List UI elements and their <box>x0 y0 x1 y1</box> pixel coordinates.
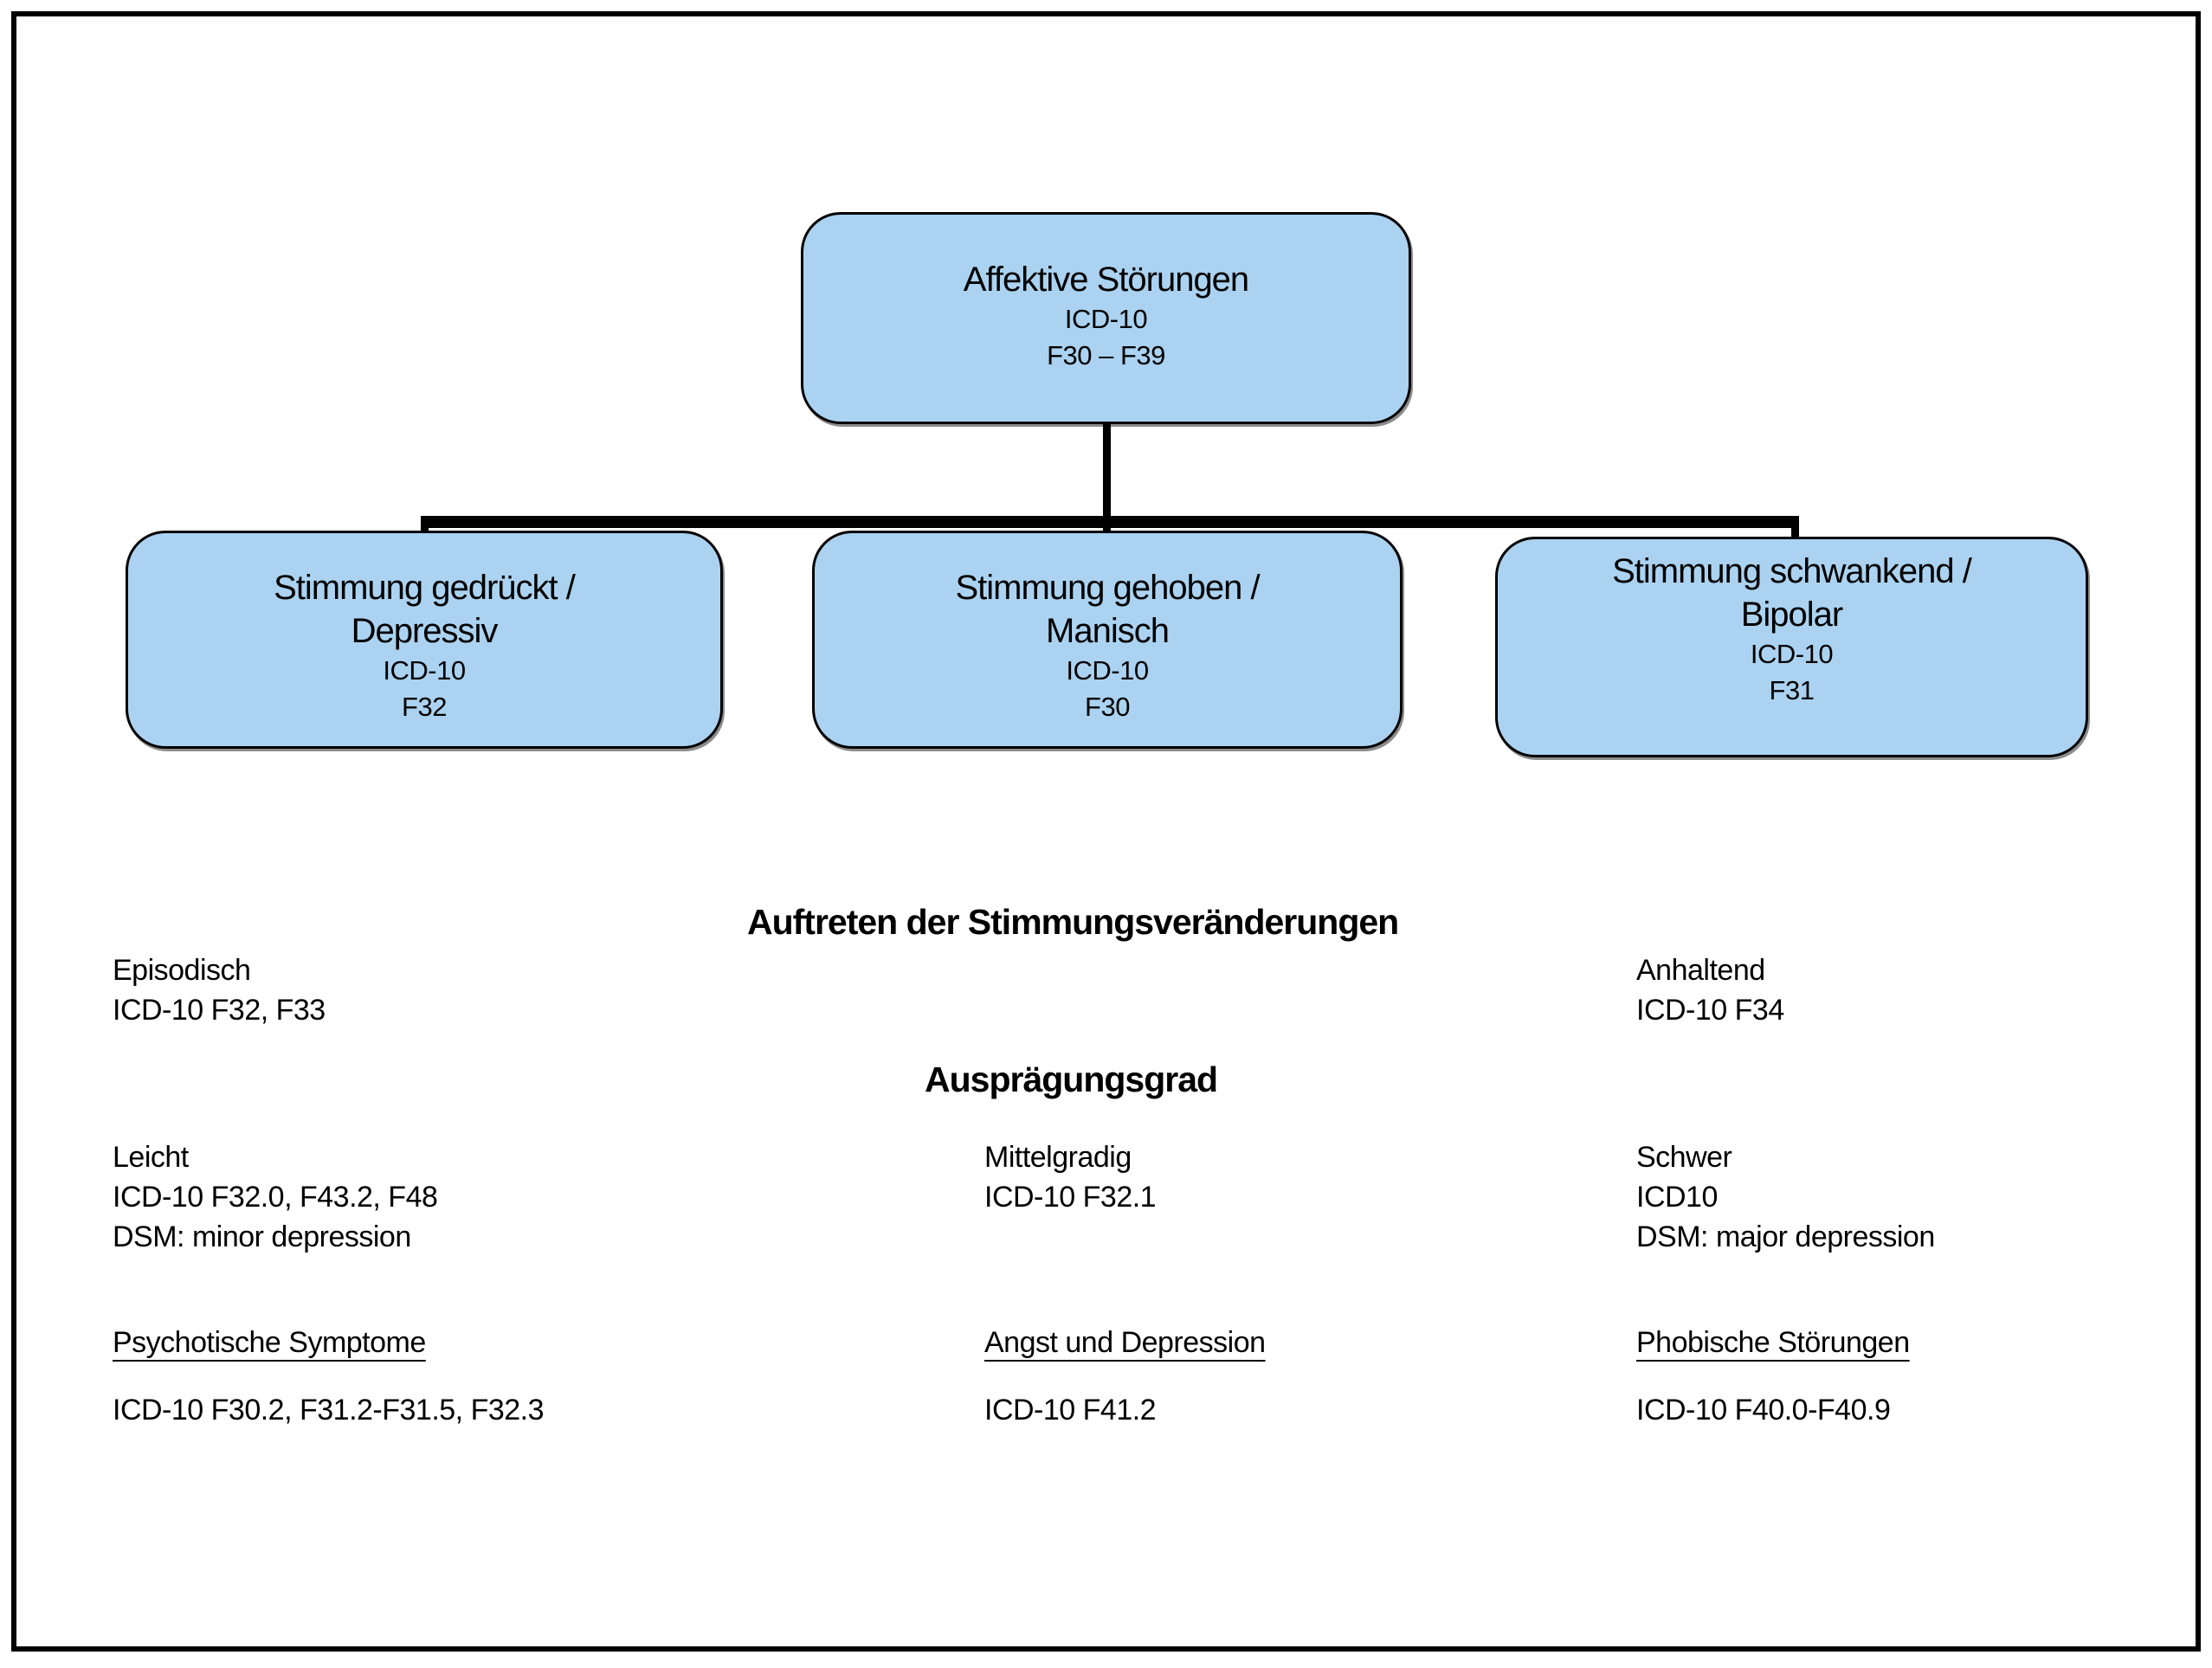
special-label-phobische-stoerungen: Phobische Störungen <box>1636 1326 1910 1359</box>
special-codes-angst-und-depression: ICD-10 F41.2 <box>984 1394 1157 1426</box>
severity-item-schwer: Schwer ICD10 DSM: major depression <box>1636 1137 1935 1257</box>
occurrence-codes: ICD-10 F32, F33 <box>113 994 326 1027</box>
severity-item-leicht: Leicht ICD-10 F32.0, F43.2, F48 DSM: min… <box>113 1137 438 1257</box>
node-codes: F31 <box>1769 675 1815 705</box>
severity-dsm: DSM: minor depression <box>113 1220 411 1253</box>
node-codes: F30 <box>1085 692 1130 722</box>
occurrence-label: Anhaltend <box>1636 954 1765 987</box>
node-title-line2: Bipolar <box>1740 596 1844 634</box>
severity-dsm: DSM: major depression <box>1636 1220 1935 1253</box>
node-title-line1: Stimmung gedrückt / <box>274 569 576 607</box>
node-manisch: Stimmung gehoben / Manisch ICD-10 F30 <box>812 531 1403 749</box>
severity-item-mittelgradig: Mittelgradig ICD-10 F32.1 <box>984 1137 1157 1217</box>
node-bipolar: Stimmung schwankend / Bipolar ICD-10 F31 <box>1495 537 2088 757</box>
node-affektive-stoerungen: Affektive Störungen ICD-10 F30 – F39 <box>801 212 1411 424</box>
occurrence-item-anhaltend: Anhaltend ICD-10 F34 <box>1636 950 1784 1030</box>
node-code-system: ICD-10 <box>1066 655 1149 686</box>
node-title-line1: Stimmung schwankend / <box>1612 552 1972 590</box>
special-label-psychotische-symptome: Psychotische Symptome <box>113 1326 426 1359</box>
severity-codes: ICD-10 F32.0, F43.2, F48 <box>113 1181 438 1214</box>
severity-heading: Ausprägungsgrad <box>925 1059 1218 1099</box>
node-depressiv: Stimmung gedrückt / Depressiv ICD-10 F32 <box>126 531 723 749</box>
node-code-system: ICD-10 <box>1064 304 1148 334</box>
severity-codes: ICD-10 F32.1 <box>984 1181 1157 1214</box>
node-code-system: ICD-10 <box>383 655 466 686</box>
node-title-line1: Stimmung gehoben / <box>955 569 1260 607</box>
severity-label: Mittelgradig <box>984 1141 1132 1174</box>
connector-drop-left <box>421 516 429 538</box>
special-codes-psychotische-symptome: ICD-10 F30.2, F31.2-F31.5, F32.3 <box>113 1394 545 1426</box>
node-title-line2: Manisch <box>1046 612 1170 650</box>
node-codes: F30 – F39 <box>1047 340 1165 370</box>
connector-root-vertical <box>1103 424 1111 521</box>
occurrence-heading: Auftreten der Stimmungsveränderungen <box>747 902 1399 942</box>
occurrence-label: Episodisch <box>113 954 251 987</box>
node-code-system: ICD-10 <box>1750 639 1834 669</box>
special-codes-phobische-stoerungen: ICD-10 F40.0-F40.9 <box>1636 1394 1891 1426</box>
occurrence-item-episodisch: Episodisch ICD-10 F32, F33 <box>113 950 326 1030</box>
severity-label: Schwer <box>1636 1141 1732 1174</box>
node-title: Affektive Störungen <box>963 261 1249 299</box>
node-title-line2: Depressiv <box>351 612 499 650</box>
connector-drop-right <box>1791 516 1799 544</box>
severity-codes: ICD10 <box>1636 1181 1718 1214</box>
node-codes: F32 <box>402 692 447 722</box>
special-label-angst-und-depression: Angst und Depression <box>984 1326 1266 1359</box>
occurrence-codes: ICD-10 F34 <box>1636 994 1784 1027</box>
connector-drop-center <box>1103 516 1111 538</box>
severity-label: Leicht <box>113 1141 189 1174</box>
